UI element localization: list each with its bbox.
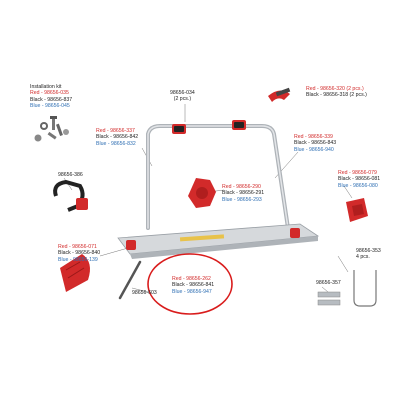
strap-icon [53, 179, 88, 212]
part-071-blue: Blue - 98656-139 [58, 256, 98, 263]
part-353-label: 98656-353 4 pcs. [356, 248, 381, 261]
rail-cap-right [290, 228, 300, 238]
strap-clamp-icon [268, 87, 291, 102]
u-bolt-icon [353, 270, 377, 307]
part-071-red: Red - 98656-071 [58, 244, 97, 250]
part-337-blue: Blue - 98656-832 [96, 140, 136, 147]
clip-icon [317, 291, 341, 306]
installation-kit-icon [34, 116, 69, 142]
part-386-label: 98656-386 [58, 172, 83, 178]
part-337-black: Black - 98656-842 [96, 134, 139, 141]
highlight-ellipse [147, 253, 233, 315]
carrier-frame [146, 124, 290, 230]
part-262-label: Red - 98656-262 Black - 98656-841 Blue -… [172, 276, 214, 295]
part-079-black: Black - 98656-081 [338, 176, 381, 183]
part-079-label: Red - 98656-079 Black - 98656-081 Blue -… [338, 170, 380, 189]
part-034-label: 98656-034 (2 pcs.) [170, 90, 195, 103]
installation-kit-label: Installation kit Red - 98656-035 Black -… [30, 84, 72, 110]
part-079-blue: Blue - 98656-080 [338, 182, 378, 189]
part-320-black: Black - 98656-318 (2 pcs.) [306, 92, 367, 99]
part-386-code: 98656-386 [58, 172, 83, 178]
part-357-code: 98656-357 [316, 280, 341, 286]
part-262-black: Black - 98656-841 [172, 282, 215, 289]
bracket-icon [346, 198, 368, 222]
center-knob [188, 178, 216, 208]
part-337-red: Red - 98656-337 [96, 128, 135, 134]
frame-holders [172, 120, 246, 134]
part-339-red: Red - 98656-339 [294, 134, 333, 140]
part-290-label: Red - 98656-290 Black - 98656-291 Blue -… [222, 184, 264, 203]
part-290-red: Red - 98656-290 [222, 184, 261, 190]
part-290-black: Black - 98656-291 [222, 190, 265, 197]
wheel-rail [117, 223, 320, 259]
part-079-red: Red - 98656-079 [338, 170, 377, 176]
installation-kit-red: Red - 98656-035 [30, 90, 69, 97]
part-262-red: Red - 98656-262 [172, 276, 211, 282]
part-339-black: Black - 98656-843 [294, 140, 337, 147]
part-320-label: Red - 98656-320 (2 pcs.) Black - 98656-3… [306, 86, 367, 99]
part-262-blue: Blue - 98656-947 [172, 288, 212, 295]
lock-rod [118, 260, 142, 300]
part-034-qty: (2 pcs.) [173, 96, 192, 103]
part-034-code: 98656-034 [170, 90, 195, 96]
part-339-blue: Blue - 98656-940 [294, 146, 334, 153]
installation-kit-title: Installation kit [30, 84, 62, 90]
part-320-red: Red - 98656-320 (2 pcs.) [306, 86, 364, 92]
wedge-icon [60, 254, 90, 292]
part-339-label: Red - 98656-339 Black - 98656-843 Blue -… [294, 134, 336, 153]
part-603-code: 98656-603 [132, 290, 157, 296]
rail-cap-left [126, 240, 136, 250]
part-603-label: 98656-603 [132, 290, 157, 296]
part-290-blue: Blue - 98656-293 [222, 196, 262, 203]
installation-kit-blue: Blue - 98656-045 [30, 103, 70, 110]
part-357-label: 98656-357 [316, 280, 341, 286]
part-353-code: 98656-353 [356, 248, 381, 254]
part-337-label: Red - 98656-337 Black - 98656-842 Blue -… [96, 128, 138, 147]
part-353-qty: 4 pcs. [356, 254, 370, 261]
part-071-label: Red - 98656-071 Black - 98656-840 Blue -… [58, 244, 100, 263]
part-071-black: Black - 98656-840 [58, 250, 101, 257]
installation-kit-black: Black - 98656-837 [30, 96, 73, 103]
